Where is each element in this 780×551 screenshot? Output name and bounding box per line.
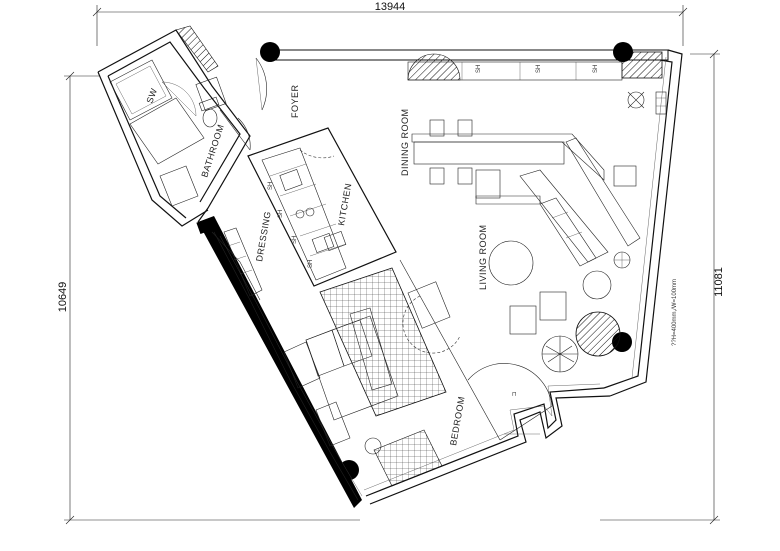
dining-chair [429,119,445,137]
dining-chair [457,119,473,137]
foyer-label: FOYER [290,84,300,118]
sink [159,165,199,207]
dimension-right-label: 11081 [713,267,725,297]
bathroom: SW BATHROOM [109,59,251,207]
dimension-left-label: 10649 [57,282,69,313]
top-cabinets: SH SH SH [407,53,623,81]
sh-label: SH [476,65,482,73]
sh-label: SH [268,182,274,190]
column [613,42,633,62]
dining-chair [457,167,473,185]
pillow [331,319,373,367]
sofa [519,169,609,263]
bench [373,429,443,487]
ac-unit-icon [655,91,667,115]
living-area: LIVING ROOM ??H=400mm,/W=100mm [402,91,678,373]
tv-unit [407,281,451,329]
lounge-chair [539,291,567,321]
door-tag: ⊓ [512,392,517,398]
dining-area: DINING ROOM [400,109,641,247]
columns [196,42,633,480]
bedroom: BEDROOM ⊓ [283,259,553,487]
kitchen-label: KITCHEN [336,182,353,226]
round-side-table [582,270,612,300]
column [260,42,280,62]
structural-column-half [407,53,461,81]
lounge-chair [509,305,537,335]
plant-icon [541,335,579,373]
nightstand [283,341,321,389]
sh-label: SH [308,260,314,268]
dimension-right: 11081 [600,49,725,525]
bathroom-label: BATHROOM [199,123,226,179]
living-room-label: LIVING ROOM [478,224,488,290]
dressing-label: DRESSING [254,210,273,262]
dining-chair [429,167,445,185]
sh-label: SH [593,65,599,73]
foyer: FOYER [255,57,300,118]
sh-label: SH [278,210,284,218]
armchair [475,169,501,199]
side-table [613,165,637,187]
exterior-walls [97,25,683,508]
dimension-top: 13944 [92,1,688,46]
dimension-left: 10649 [57,71,360,525]
sw-label: SW [144,87,159,105]
bathtub [109,59,173,121]
dimension-top-label: 13944 [375,1,406,13]
hw-note: ??H=400mm,/W=100mm [672,279,678,346]
toilet-icon [202,108,218,128]
sh-label: SH [292,236,298,244]
dining-room-label: DINING ROOM [400,109,410,177]
round-coffee-table [488,240,534,286]
area-rug [319,267,447,417]
sh-label: SH [536,65,542,73]
fan-icon [627,91,645,109]
nightstand [315,401,351,447]
round-column [575,311,621,357]
bedroom-label: BEDROOM [448,395,467,446]
column [339,460,359,480]
window-mullions [213,231,363,501]
